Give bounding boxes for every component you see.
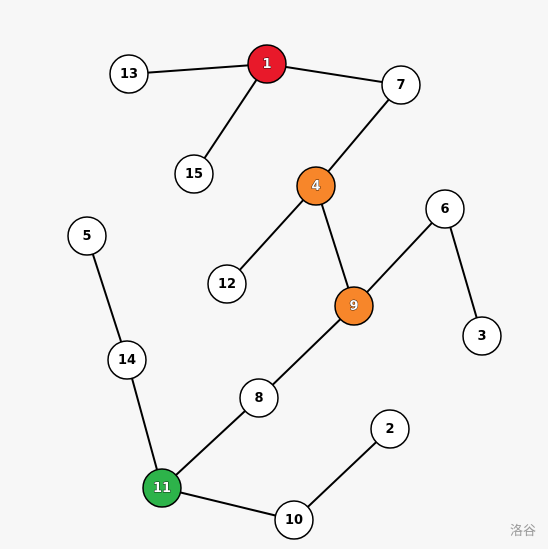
watermark-text: 洛谷: [509, 524, 536, 539]
edge-14-11: [126, 359, 163, 489]
edge-4-9: [315, 185, 355, 307]
node-circle-13: [109, 54, 149, 94]
node-circle-15: [174, 154, 214, 194]
node-circle-12: [207, 264, 247, 304]
node-circle-4: [296, 166, 336, 206]
node-label-3: 3: [477, 329, 486, 344]
node-circle-2: [370, 409, 410, 449]
node-label-13: 13: [120, 67, 138, 82]
node-circle-6: [425, 189, 465, 229]
node-label-8: 8: [254, 391, 263, 406]
node-circle-8: [239, 378, 279, 418]
node-circle-14: [107, 340, 147, 380]
node-circle-1: [247, 44, 287, 84]
edge-10-2: [293, 428, 391, 521]
edge-8-11: [161, 397, 260, 489]
edge-11-10: [161, 487, 295, 521]
node-13: 13: [109, 54, 149, 94]
edge-4-12: [226, 185, 317, 285]
node-4: 4: [296, 166, 336, 206]
node-label-2: 2: [385, 422, 394, 437]
node-label-6: 6: [440, 202, 449, 217]
node-circle-7: [381, 65, 421, 105]
node-2: 2: [370, 409, 410, 449]
node-7: 7: [381, 65, 421, 105]
edge-1-7: [266, 63, 402, 86]
edge-13-1: [128, 63, 268, 75]
node-label-7: 7: [396, 78, 405, 93]
node-12: 12: [207, 264, 247, 304]
edges-layer: [86, 63, 483, 521]
node-9: 9: [334, 286, 374, 326]
node-label-11: 11: [153, 481, 171, 496]
node-label-5: 5: [82, 229, 91, 244]
node-label-9: 9: [349, 299, 358, 314]
node-3: 3: [462, 316, 502, 356]
node-label-10: 10: [285, 513, 303, 528]
node-circle-9: [334, 286, 374, 326]
edge-1-15: [193, 63, 268, 175]
edge-9-8: [258, 305, 355, 399]
node-5: 5: [67, 216, 107, 256]
node-label-14: 14: [118, 353, 136, 368]
node-10: 10: [274, 500, 314, 540]
node-8: 8: [239, 378, 279, 418]
node-circle-5: [67, 216, 107, 256]
node-label-1: 1: [262, 57, 271, 72]
node-1: 1: [247, 44, 287, 84]
node-label-15: 15: [185, 167, 203, 182]
node-11: 11: [142, 468, 182, 508]
node-14: 14: [107, 340, 147, 380]
node-label-12: 12: [218, 277, 236, 292]
node-circle-10: [274, 500, 314, 540]
edge-6-3: [444, 208, 483, 337]
node-label-4: 4: [311, 179, 320, 194]
node-circle-3: [462, 316, 502, 356]
node-circle-11: [142, 468, 182, 508]
edge-5-14: [86, 235, 128, 361]
edge-7-4: [315, 84, 402, 187]
node-6: 6: [425, 189, 465, 229]
edge-6-9: [353, 208, 446, 307]
node-15: 15: [174, 154, 214, 194]
